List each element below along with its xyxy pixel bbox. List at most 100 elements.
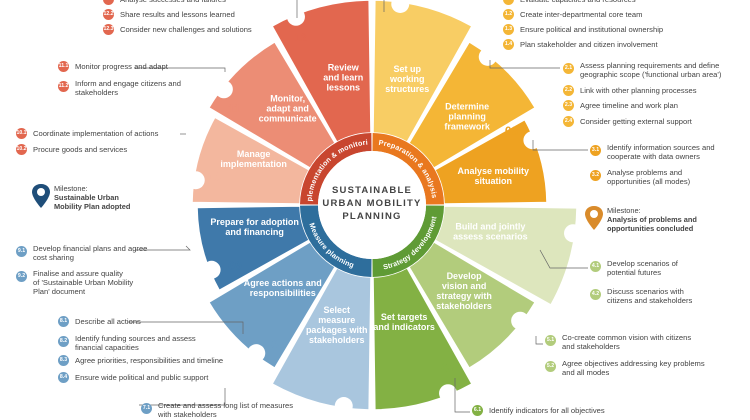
activity-text-line: cost sharing [33, 253, 74, 262]
step-10-number-tab [186, 171, 205, 190]
connector-line [532, 140, 588, 151]
step-01-number: 01 [378, 16, 392, 30]
activity-badge: 1.4 [503, 39, 514, 50]
activity-text-line: Agree priorities, responsibilities and t… [75, 356, 224, 365]
activity-text-line: Describe all actions [75, 317, 141, 326]
milestone-description: Analysis of problems and [607, 215, 697, 224]
step-03-number: 03 [505, 124, 519, 138]
step-11-number-tab [214, 80, 233, 99]
activity-text-line: Create inter-departmental core team [520, 10, 643, 19]
step-05-number: 05 [499, 299, 513, 313]
activity-text-line: Agree timeline and work plan [580, 101, 678, 110]
activity-text-line: Procure goods and services [33, 145, 128, 154]
step-04-number-tab [564, 224, 583, 243]
activity-text-line: Analyse problems and [607, 168, 683, 177]
activity-badge: 2.1 [563, 63, 574, 74]
milestone-description: opportunities concluded [607, 224, 694, 233]
connector-line [454, 378, 470, 413]
activity-badge: 10.2 [16, 144, 27, 155]
activity-text: Agree objectives addressing key problems… [562, 359, 705, 377]
activity-text-line: stakeholders [75, 88, 119, 97]
activity-text-line: Inform and engage citizens and [75, 79, 181, 88]
activity-text-line: Ensure wide political and public support [75, 373, 209, 382]
activity-badge: 8.2 [58, 336, 69, 347]
activity-badge: 3.1 [590, 145, 601, 156]
activity-badge: 2.4 [563, 116, 574, 127]
activity-badge: 8.1 [58, 316, 69, 327]
activity-badge: 11.1 [58, 61, 69, 72]
activity-text-line: Agree objectives addressing key problems [562, 359, 705, 368]
phase-ring-2 [372, 205, 444, 277]
activity-text-line: Consider new challenges and solutions [120, 25, 252, 34]
activity-text-line: Plan stakeholder and citizen involvement [520, 40, 658, 49]
activity-text-line: Analyse successes and failures [120, 0, 226, 4]
activity-badge: 5.2 [545, 361, 556, 372]
activity-text: Procure goods and services [33, 145, 127, 154]
activity-text-line: potential futures [607, 268, 662, 277]
activity-badge: 9.2 [16, 271, 27, 282]
activity-text-line: Monitor progress and adapt [75, 62, 168, 71]
connector-line [135, 245, 191, 251]
activity-text-line: financial capacities [75, 343, 139, 352]
activity-text-line: geographic scope ('functional urban area… [580, 70, 722, 79]
activity-text-line: with stakeholders [158, 410, 217, 419]
activity-text-line: Identify funding sources and assess [75, 334, 196, 343]
step-11-number: 11 [228, 102, 241, 116]
activity-badge: 6.1 [472, 405, 483, 416]
activity-text-line: opportunities (all modes) [607, 177, 691, 186]
connector-line [535, 336, 543, 345]
activity-badge: 7.1 [141, 403, 152, 414]
activity-badge: 4.2 [590, 289, 601, 300]
step-10-number: 10 [208, 170, 222, 184]
activity-text: Analyse successes and failures [120, 0, 226, 4]
activity-badge: 1.3 [503, 24, 514, 35]
step-12-number: 12 [294, 30, 308, 44]
activity-text-line: Identify information sources and [607, 143, 715, 152]
activity-text-line: Ensure political and institutional owner… [520, 25, 664, 34]
activity-text-line: Finalise and assure quality [33, 269, 123, 278]
center-circle [318, 151, 426, 259]
step-06-number-tab [439, 384, 458, 403]
connector-line [128, 321, 244, 334]
connector-line [139, 388, 226, 406]
activity-text-line: and stakeholders [562, 342, 620, 351]
activity-text-line: cooperate with data owners [607, 152, 700, 161]
step-02-number: 02 [462, 60, 476, 74]
step-09-number: 09 [228, 259, 242, 273]
activity-text-line: Co-create common vision with citizens [562, 333, 692, 342]
activity-text: Monitor progress and adapt [75, 62, 168, 71]
connector-line [539, 249, 588, 269]
step-12-number-tab [286, 7, 305, 26]
activity-text: Identify indicators for all objectives [489, 406, 605, 415]
step-08-number-tab [247, 344, 266, 363]
activity-text: Create inter-departmental core team [520, 10, 642, 19]
step-04-number: 04 [546, 217, 560, 231]
activity-text-line: Share results and lessons learned [120, 10, 235, 19]
activity-text-line: citizens and stakeholders [607, 296, 693, 305]
activity-text: Ensure wide political and public support [75, 373, 208, 382]
step-05-number-tab [511, 311, 530, 330]
activity-text-line: Assess planning requirements and define [580, 61, 720, 70]
activity-text-line: of 'Sustainable Urban Mobility [33, 278, 134, 287]
activity-text: Consider getting external support [580, 117, 692, 126]
activity-text-line: Coordinate implementation of actions [33, 129, 159, 138]
